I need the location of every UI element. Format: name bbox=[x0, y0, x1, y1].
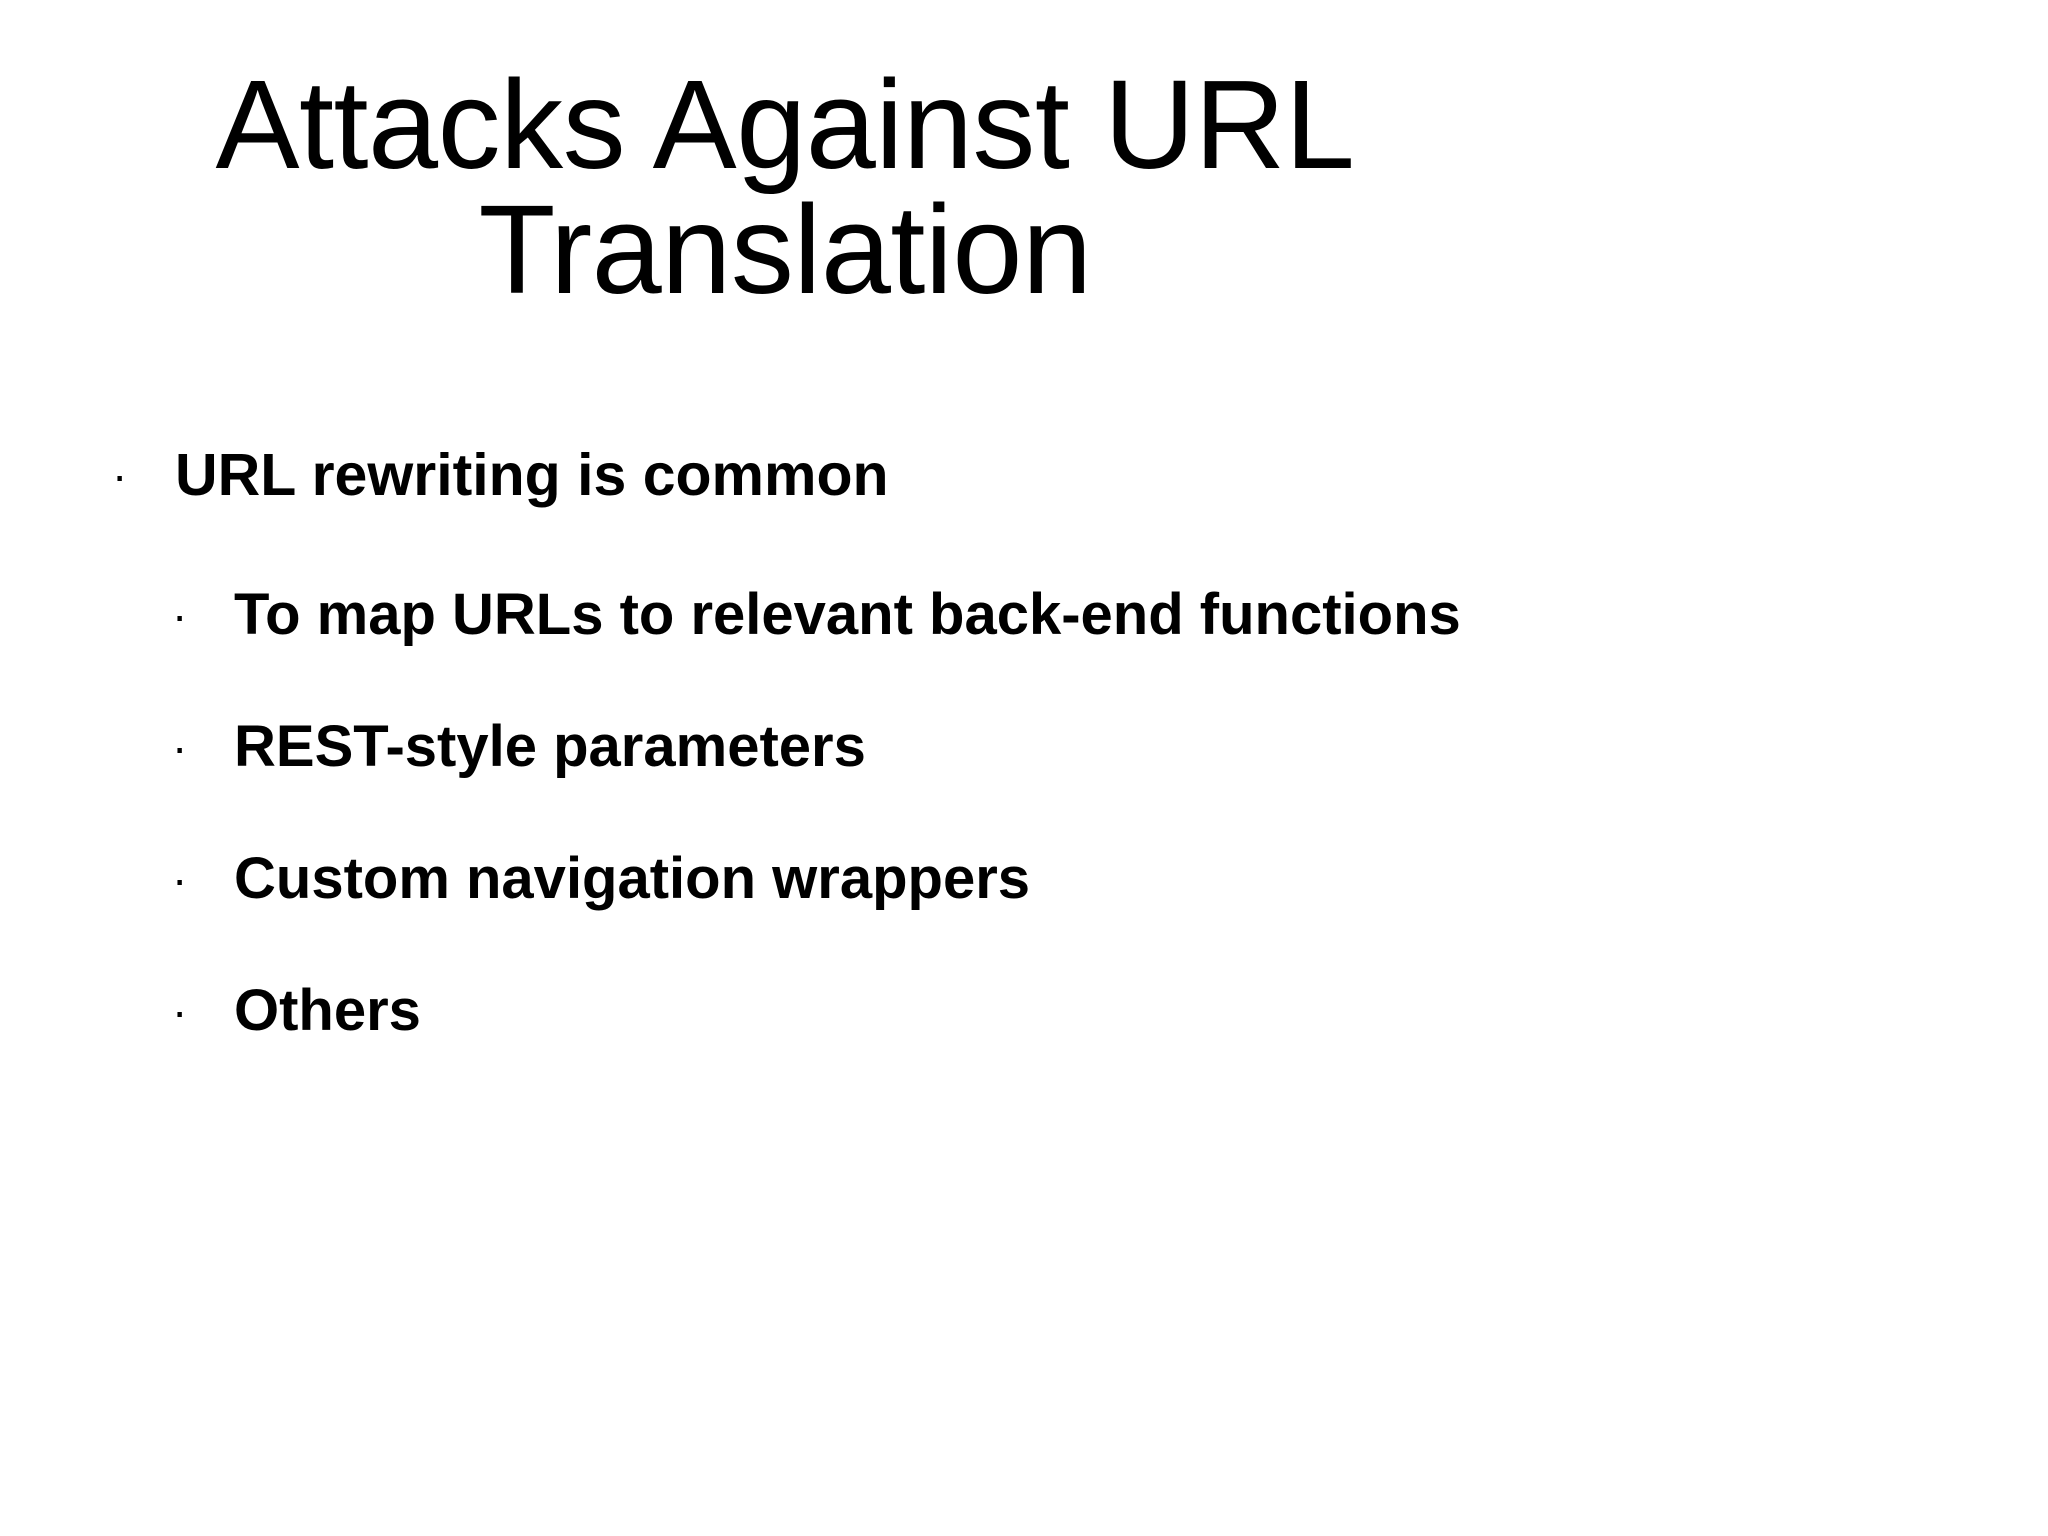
slide-title: Attacks Against URL Translation bbox=[0, 54, 1570, 320]
bullet-dot-icon: · bbox=[172, 589, 188, 641]
bullet-dot-icon: · bbox=[172, 985, 188, 1037]
bullet-item-level-2: · Custom navigation wrappers bbox=[0, 844, 2048, 914]
bullet-label: Others bbox=[234, 978, 421, 1043]
bullet-dot-icon: · bbox=[172, 721, 188, 773]
bullet-dot-icon: · bbox=[112, 449, 128, 501]
title-line-2: Translation bbox=[478, 179, 1092, 320]
bullet-label: REST-style parameters bbox=[234, 714, 866, 779]
title-line-1: Attacks Against URL bbox=[215, 54, 1355, 195]
slide-body: · URL rewriting is common · To map URLs … bbox=[0, 440, 2048, 1108]
bullet-item-level-2: · Others bbox=[0, 976, 2048, 1046]
bullet-label: URL rewriting is common bbox=[175, 442, 889, 508]
bullet-item-level-1: · URL rewriting is common bbox=[0, 440, 2048, 510]
bullet-item-level-2: · REST-style parameters bbox=[0, 712, 2048, 782]
bullet-item-level-2: · To map URLs to relevant back-end funct… bbox=[0, 580, 2048, 650]
bullet-dot-icon: · bbox=[172, 853, 188, 905]
bullet-label: Custom navigation wrappers bbox=[234, 846, 1031, 911]
bullet-label: To map URLs to relevant back-end functio… bbox=[234, 582, 1461, 647]
